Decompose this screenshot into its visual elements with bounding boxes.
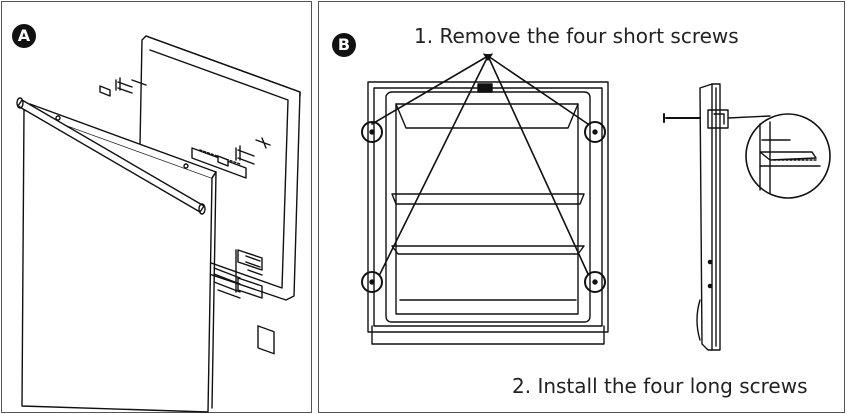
screw-icon xyxy=(217,137,271,167)
bracket-plate xyxy=(257,325,275,355)
leader-lines xyxy=(371,55,589,275)
inner-door-frame xyxy=(367,81,609,333)
panel-b-side-view xyxy=(663,83,831,351)
side-bracket xyxy=(707,109,729,129)
screw-hole-top-right xyxy=(584,121,606,143)
badge-b: B xyxy=(332,33,356,57)
badge-a: A xyxy=(12,24,36,48)
step-1-caption: 1. Remove the four short screws xyxy=(414,24,739,48)
screw-hole-top-left xyxy=(361,121,383,143)
panel-a-drawing xyxy=(16,35,301,413)
panel-b-front-view xyxy=(361,53,609,345)
screw-icon xyxy=(99,77,147,97)
screw-icon xyxy=(663,113,701,123)
screw-hole-bottom-right xyxy=(584,271,606,293)
magnifier-detail-icon xyxy=(745,113,831,199)
screw-icon xyxy=(213,249,263,299)
screw-hole-bottom-left xyxy=(361,271,383,293)
step-2-caption: 2. Install the four long screws xyxy=(512,374,808,398)
